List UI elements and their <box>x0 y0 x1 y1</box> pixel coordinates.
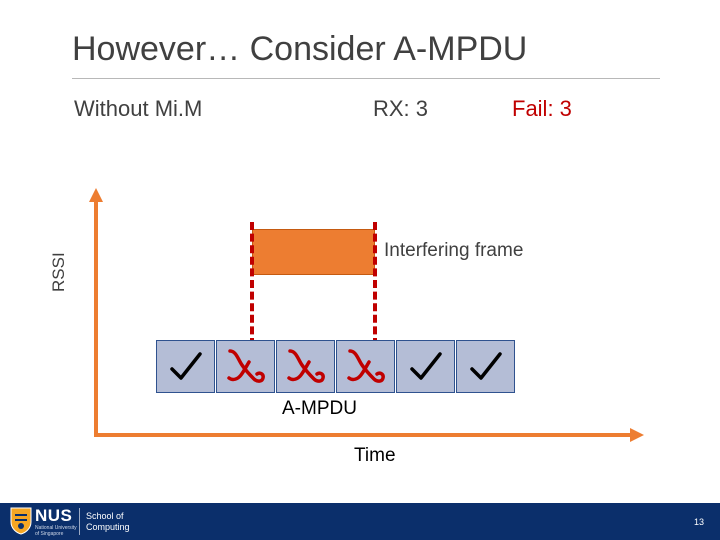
ampdu-subframe-failed <box>276 340 335 393</box>
broken-frame-icon <box>286 348 325 383</box>
interference-end-dashed-line <box>373 222 377 346</box>
without-mim-label: Without Mi.M <box>74 96 203 121</box>
nus-crest-icon <box>10 507 32 535</box>
check-icon <box>409 351 442 380</box>
y-axis-label: RSSI <box>49 252 68 292</box>
ampdu-subframe-received <box>396 340 455 393</box>
slide-title: However… Consider A-MPDU <box>72 30 528 68</box>
rx-count-label: RX: 3 <box>373 96 429 121</box>
ampdu-subframe-row <box>156 340 516 393</box>
ampdu-subframe-failed <box>216 340 275 393</box>
x-axis-label: Time <box>354 445 396 466</box>
ampdu-subframe-received <box>456 340 515 393</box>
y-axis-arrow <box>89 188 103 202</box>
logo-divider <box>79 508 80 535</box>
footer-bar: NUS National University of Singapore Sch… <box>0 503 720 540</box>
ampdu-subframe-received <box>156 340 215 393</box>
x-axis-arrow <box>630 428 644 442</box>
y-axis <box>94 200 98 435</box>
broken-frame-icon <box>346 348 385 383</box>
interfering-frame-box <box>252 229 375 275</box>
ampdu-label: A-MPDU <box>282 398 357 419</box>
school-line-2: Computing <box>86 522 130 532</box>
ampdu-subframe-failed <box>336 340 395 393</box>
broken-frame-icon <box>226 348 265 383</box>
school-name: School of Computing <box>86 511 130 533</box>
check-icon <box>169 351 202 380</box>
interference-start-dashed-line <box>250 222 254 346</box>
x-axis <box>94 433 632 437</box>
nus-logo-subtext: National University of Singapore <box>35 525 77 537</box>
interfering-frame-label: Interfering frame <box>384 240 524 261</box>
check-icon <box>469 351 502 380</box>
nus-logo-text: NUS <box>35 506 73 525</box>
page-number: 13 <box>693 517 704 527</box>
school-line-1: School of <box>86 511 124 521</box>
fail-count-label: Fail: 3 <box>512 96 572 121</box>
title-divider <box>72 78 660 79</box>
